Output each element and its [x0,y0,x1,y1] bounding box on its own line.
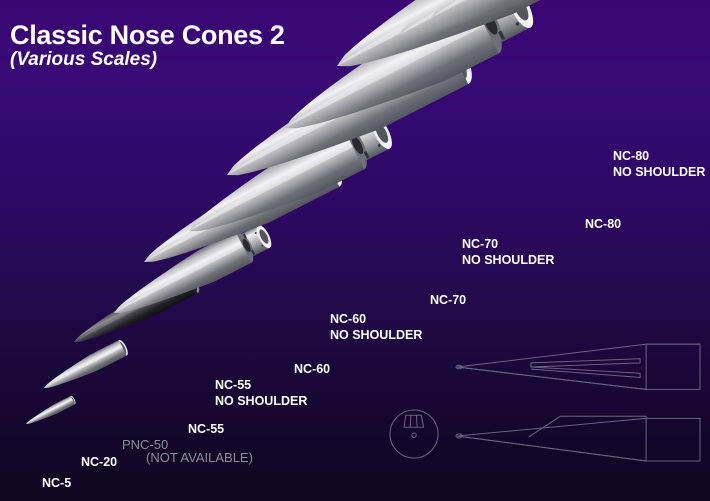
title-block: Classic Nose Cones 2 (Various Scales) [10,21,285,71]
label-nc-70: NC-70 [430,293,467,307]
label-nc-70-no-shoulder: NC-70 NO SHOULDER [462,237,555,267]
label-pnc-50: PNC-50 [122,437,169,452]
label-nc-20: NC-20 [81,455,118,469]
label-nc-60: NC-60 [294,362,331,376]
label-nc-60-no-shoulder: NC-60 NO SHOULDER [330,312,423,342]
nose-cone-nc-80-no-shoulder [408,0,710,58]
label-nc-5: NC-5 [42,476,72,490]
nose-cone-nc-55-shoulder [99,208,288,338]
label-nc-55-no-shoulder: NC-55 NO SHOULDER [215,378,308,408]
wireframe-shoulder-profile-view [455,410,701,462]
wireframe-front-cross-section-view [388,408,440,460]
nose-cone-nc-5 [17,385,87,436]
label-nc-80-no-shoulder: NC-80 NO SHOULDER [613,149,706,179]
label-pnc-50-note: (NOT AVAILABLE) [146,450,253,465]
page-title: Classic Nose Cones 2 [10,20,285,50]
label-nc-80: NC-80 [585,217,622,231]
page-subtitle: (Various Scales) [10,49,158,71]
nose-cone-nc-10 [33,329,140,405]
wireframe-cutaway-section-view [455,340,701,392]
label-nc-55: NC-55 [188,422,225,436]
nose-cone-nc-60-shoulder [171,96,412,261]
